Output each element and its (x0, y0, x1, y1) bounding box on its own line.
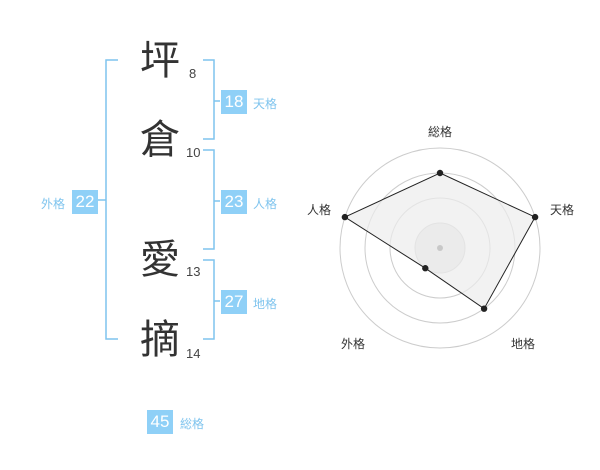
radar-point (436, 169, 444, 177)
radar-value-polygon (343, 172, 536, 310)
char-3: 愛 (140, 237, 180, 283)
char-3-strokes: 13 (186, 264, 201, 279)
char-1: 坪 (140, 38, 180, 84)
jinkaku-bracket (203, 149, 215, 250)
radar-axis-label-soukaku: 総格 (428, 125, 453, 139)
radar-axis-label-jinkaku: 人格 (307, 203, 332, 217)
tenkaku-label: 天格 (253, 97, 278, 111)
radar-axis-label-tenkaku: 天格 (550, 203, 575, 217)
radar-center-dot (437, 245, 443, 251)
char-1-strokes: 8 (189, 66, 197, 81)
radar-point (422, 265, 429, 272)
char-4: 摘 (140, 317, 180, 363)
tenkaku-bracket (203, 59, 215, 140)
radar-axis-label-gaikaku: 外格 (341, 337, 366, 351)
radar-point (480, 305, 488, 312)
tenkaku-badge: 18 (221, 90, 247, 114)
char-2: 倉 (140, 117, 180, 163)
chikaku-label: 地格 (253, 297, 278, 311)
char-4-strokes: 14 (186, 346, 201, 361)
gaikaku-badge: 22 (72, 190, 98, 214)
soukaku-label: 総格 (180, 417, 205, 431)
radar-grid-ring (339, 147, 541, 349)
jinkaku-badge: 23 (221, 190, 247, 214)
chikaku-bracket (203, 259, 215, 340)
chikaku-badge: 27 (221, 290, 247, 314)
radar-axis-label-chikaku: 地格 (511, 337, 536, 351)
radar-point (531, 213, 539, 221)
gaikaku-label: 外格 (41, 197, 66, 211)
radar-point (341, 213, 349, 221)
jinkaku-label: 人格 (253, 197, 278, 211)
soukaku-badge: 45 (147, 410, 173, 434)
char-2-strokes: 10 (186, 145, 201, 160)
